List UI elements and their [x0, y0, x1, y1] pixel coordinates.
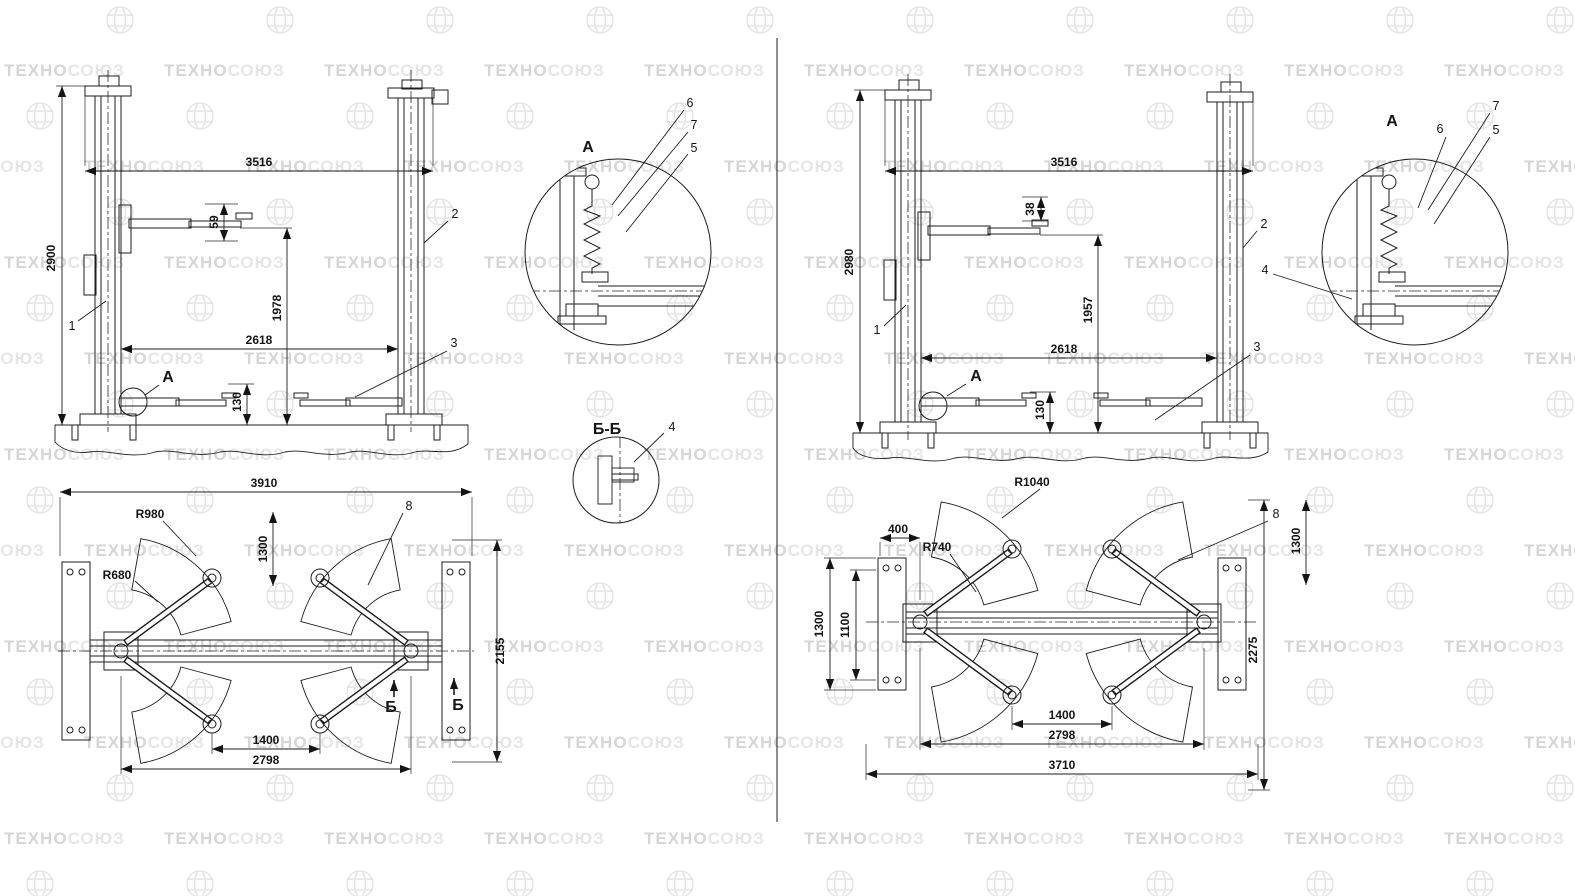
baseplates [877, 557, 1247, 691]
dim-1300-left: 1300 [812, 610, 826, 637]
left-detail-a: А 6 7 5 [524, 96, 712, 346]
dim-1978: 1978 [270, 294, 284, 321]
dim-38: 38 [1023, 202, 1037, 216]
left-front-view: 3516 2900 59 1978 2618 130 1 2 3 А [44, 70, 469, 456]
detail-a-marker: А [970, 368, 982, 385]
baseplates [61, 561, 471, 741]
carriages [103, 631, 429, 671]
carriages [902, 603, 1222, 643]
callout-8: 8 [1273, 507, 1280, 521]
left-post [879, 79, 937, 449]
dim-2798: 2798 [253, 753, 280, 767]
detail-a-content [528, 167, 711, 330]
callout-3: 3 [451, 336, 458, 350]
swing-area [1085, 501, 1194, 606]
power-unit-box [883, 259, 897, 301]
callout-5: 5 [691, 141, 698, 155]
callout-2: 2 [1261, 217, 1268, 231]
dim-130: 130 [230, 392, 244, 412]
right-front-view: 3516 2980 38 1957 2618 130 1 2 3 4 [842, 74, 1353, 462]
dim-130: 130 [1033, 400, 1047, 420]
ground-section [54, 424, 469, 456]
section-arrow-b1: Б [385, 699, 397, 716]
callout-3: 3 [1254, 340, 1261, 354]
dim-2980: 2980 [842, 248, 856, 275]
dim-1300-top: 1300 [1289, 527, 1303, 554]
right-post [385, 79, 449, 441]
dim-1300: 1300 [256, 535, 270, 562]
swing-arms [923, 539, 1201, 705]
dim-3710: 3710 [1049, 758, 1076, 772]
detail-a-marker-circle [918, 391, 948, 421]
rails [89, 639, 443, 663]
left-plan-view: 3910 R980 R680 1300 8 2155 Б Б 1400 2798 [58, 476, 507, 774]
section-bb-label: Б-Б [593, 421, 621, 438]
power-unit-box [83, 254, 97, 296]
dim-r980: R980 [136, 507, 165, 521]
right-post [1201, 81, 1259, 449]
callout-8: 8 [406, 499, 413, 513]
section-bb-content [597, 437, 639, 523]
dim-400: 400 [888, 522, 908, 536]
dim-r680: R680 [103, 568, 132, 582]
carriage [917, 211, 931, 261]
callout-1: 1 [874, 323, 881, 337]
detail-a-boundary [1321, 158, 1509, 346]
lower-arms [120, 392, 403, 407]
ground-section [852, 432, 1269, 462]
callout-2: 2 [452, 207, 459, 221]
right-drawing: 3516 2980 38 1957 2618 130 1 2 3 4 [812, 74, 1509, 791]
detail-a-marker-circle [118, 387, 148, 417]
dim-2798: 2798 [1049, 728, 1076, 742]
callout-4: 4 [1262, 263, 1269, 277]
dim-3910: 3910 [251, 476, 278, 490]
dim-2275: 2275 [1246, 636, 1260, 663]
swing-area [300, 666, 401, 764]
dim-1400: 1400 [253, 733, 280, 747]
right-detail-a: А 6 7 5 [1321, 99, 1509, 346]
swing-area [131, 666, 232, 764]
callout-6: 6 [1437, 122, 1444, 136]
swing-area [930, 501, 1039, 606]
upper-arm [927, 219, 1049, 236]
dim-1400: 1400 [1049, 708, 1076, 722]
swing-arms [123, 568, 409, 734]
callout-5: 5 [1493, 123, 1500, 137]
detail-a-boundary [524, 158, 712, 346]
detail-a-content [1325, 167, 1508, 330]
dim-r740: R740 [923, 540, 952, 554]
dim-2900: 2900 [44, 244, 58, 271]
section-bb-boundary [572, 436, 660, 524]
swing-area [131, 538, 232, 636]
upper-arm [128, 212, 253, 229]
callout-1: 1 [69, 319, 76, 333]
left-post [71, 75, 137, 441]
callout-7: 7 [1493, 99, 1500, 113]
detail-a-label: А [582, 139, 594, 156]
carriage [118, 204, 132, 254]
left-section-bb: Б-Б 4 [572, 420, 676, 524]
dim-2618: 2618 [246, 333, 273, 347]
detail-a-label: А [1386, 113, 1398, 130]
dim-3516: 3516 [1051, 155, 1078, 169]
callout-7: 7 [691, 118, 698, 132]
callout-4: 4 [669, 420, 676, 434]
right-plan-view: R1040 400 R740 1300 8 1300 1100 2275 140… [812, 475, 1311, 791]
dim-2155: 2155 [493, 637, 507, 664]
rails [905, 611, 1219, 635]
dim-1100: 1100 [838, 612, 852, 638]
detail-a-marker: А [162, 369, 174, 386]
dim-r1040: R1040 [1014, 475, 1050, 489]
swing-area [300, 538, 401, 636]
callout-6: 6 [687, 96, 694, 110]
left-drawing: 3516 2900 59 1978 2618 130 1 2 3 А [44, 70, 712, 774]
dim-1957: 1957 [1081, 296, 1095, 323]
dim-2618: 2618 [1051, 342, 1078, 356]
dim-59: 59 [207, 215, 221, 229]
dim-3516: 3516 [246, 155, 273, 169]
section-arrow-b2: Б [452, 697, 464, 714]
